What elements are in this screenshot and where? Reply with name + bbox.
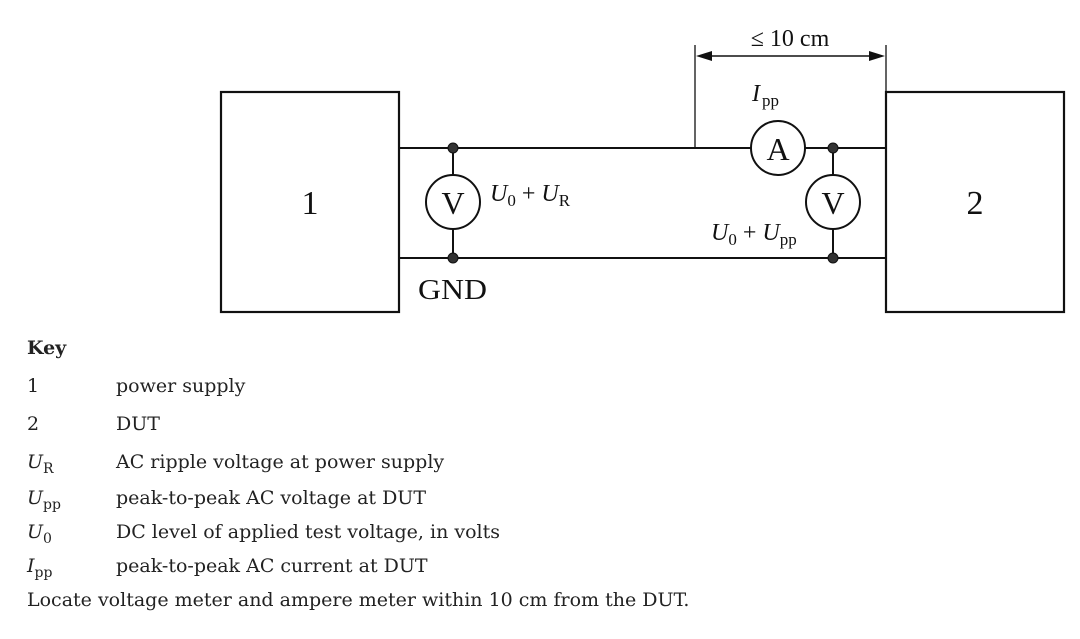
key-symbol-main: U bbox=[27, 521, 44, 543]
junction-node bbox=[827, 142, 839, 154]
dut-box bbox=[884, 90, 1066, 314]
key-description: peak-to-peak AC current at DUT bbox=[116, 555, 428, 577]
sub-r: R bbox=[559, 191, 571, 210]
key-symbol-subscript: R bbox=[43, 461, 54, 477]
key-symbol: Upp bbox=[27, 486, 117, 513]
power-supply-box bbox=[219, 90, 401, 314]
dut-voltage-label: U0 + Upp bbox=[711, 220, 797, 249]
ground-label: GND bbox=[418, 275, 487, 306]
u-symbol: U bbox=[541, 181, 560, 207]
key-symbol-main: 1 bbox=[27, 375, 40, 397]
key-description: peak-to-peak AC voltage at DUT bbox=[116, 487, 426, 509]
plus-sign: + bbox=[516, 181, 542, 207]
key-symbol-subscript: pp bbox=[43, 497, 61, 513]
key-description: DC level of applied test voltage, in vol… bbox=[116, 521, 500, 543]
u-symbol: U bbox=[711, 220, 730, 246]
dut-label: 2 bbox=[967, 185, 984, 222]
ammeter-circle bbox=[750, 120, 806, 176]
key-symbol: Ipp bbox=[27, 554, 117, 581]
sub-0: 0 bbox=[728, 230, 737, 249]
key-note: Locate voltage meter and ampere meter wi… bbox=[27, 589, 690, 611]
junction-node bbox=[447, 142, 459, 154]
key-symbol: 2 bbox=[27, 412, 117, 436]
power-supply-block: 1 bbox=[219, 90, 401, 314]
key-symbol-main: 2 bbox=[27, 413, 40, 435]
u-symbol: U bbox=[490, 181, 509, 207]
plus-sign: + bbox=[737, 220, 763, 246]
voltmeter-circle bbox=[805, 174, 861, 230]
key-description: power supply bbox=[116, 375, 246, 397]
i-symbol: I bbox=[751, 81, 761, 107]
dut-voltmeter: V bbox=[805, 142, 861, 264]
key-description: AC ripple voltage at power supply bbox=[116, 451, 445, 473]
key-symbol-main: I bbox=[27, 555, 35, 577]
sub-0: 0 bbox=[507, 191, 516, 210]
voltmeter-circle bbox=[425, 174, 481, 230]
key-symbol: U0 bbox=[27, 520, 117, 547]
junction-node bbox=[827, 252, 839, 264]
key-symbol: 1 bbox=[27, 374, 117, 398]
distance-dimension: ≤ 10 cm bbox=[694, 26, 887, 148]
junction-node bbox=[447, 252, 459, 264]
distance-label: ≤ 10 cm bbox=[751, 26, 830, 52]
sub-pp: pp bbox=[762, 91, 779, 110]
supply-voltage-label: U0 + UR bbox=[490, 181, 571, 210]
key-symbol-subscript: pp bbox=[34, 565, 53, 581]
voltmeter-symbol: V bbox=[441, 185, 464, 221]
sub-pp: pp bbox=[780, 230, 797, 249]
key-symbol-subscript: 0 bbox=[43, 531, 52, 547]
arrowhead-left-icon bbox=[696, 51, 712, 61]
ammeter-symbol: A bbox=[766, 131, 789, 167]
dut-block: 2 bbox=[884, 90, 1066, 314]
arrowhead-right-icon bbox=[869, 51, 885, 61]
supply-voltmeter: V bbox=[425, 142, 481, 264]
key-title: Key bbox=[27, 337, 67, 359]
u-symbol: U bbox=[762, 220, 781, 246]
key-symbol-main: U bbox=[27, 487, 44, 509]
power-supply-label: 1 bbox=[302, 185, 319, 222]
key-symbol-main: U bbox=[27, 451, 44, 473]
voltmeter-symbol: V bbox=[821, 185, 844, 221]
key-symbol: UR bbox=[27, 450, 117, 477]
key-description: DUT bbox=[116, 413, 160, 435]
